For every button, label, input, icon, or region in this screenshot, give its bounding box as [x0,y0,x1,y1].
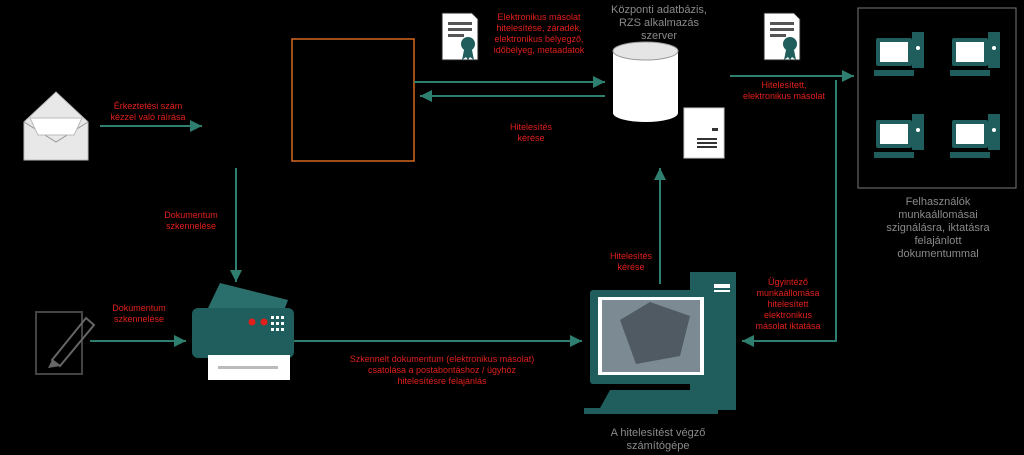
scanned-doc-label: Szkennelt dokumentum (elektronikus másol… [349,354,535,386]
user-workstation-icon [950,32,1000,76]
auth-computer-icon [584,272,736,414]
incoming-manual-label: Érkeztetési szám kézzel való ráírása [110,101,186,122]
server-icon [683,107,725,159]
certificate-icon-right [763,12,801,61]
server-auth-label: Elektronikus másolat hitelesítése, zárad… [493,12,585,55]
document-pen-icon [35,311,96,375]
database-icon [612,41,679,122]
doc-scan-top-label: Dokumentum szkennelése [164,210,218,231]
users-panel [857,7,1017,189]
user-workstation-icon [950,114,1000,158]
doc-scan-left-label: Dokumentum szkennelése [112,303,166,324]
certificate-icon-left [441,12,479,61]
envelope-icon [23,91,89,161]
auth-request-top-label: Hitelesítés kérése [509,122,553,143]
user-workstation-icon [874,114,924,158]
users-label: Felhasználók munkaállomásai szignálásra,… [886,196,990,260]
auth-request-pc-label: Hitelesítés kérése [609,251,653,272]
auth-pc-label: A hitelesítést végző számítógépe [610,427,706,452]
arrow-users-to-pc [742,80,837,347]
authenticated-copy-label: Hitelesített, elektronikus másolat [742,80,826,101]
central-server-label: Központi adatbázis, RZS alkalmazás szerv… [610,4,707,42]
case-officer-label: Ügyintéző munkaállomása hitelesített ele… [755,277,821,331]
user-workstation-icon [874,32,924,76]
scanner-icon [192,283,294,380]
rzs-client-box [291,38,415,162]
